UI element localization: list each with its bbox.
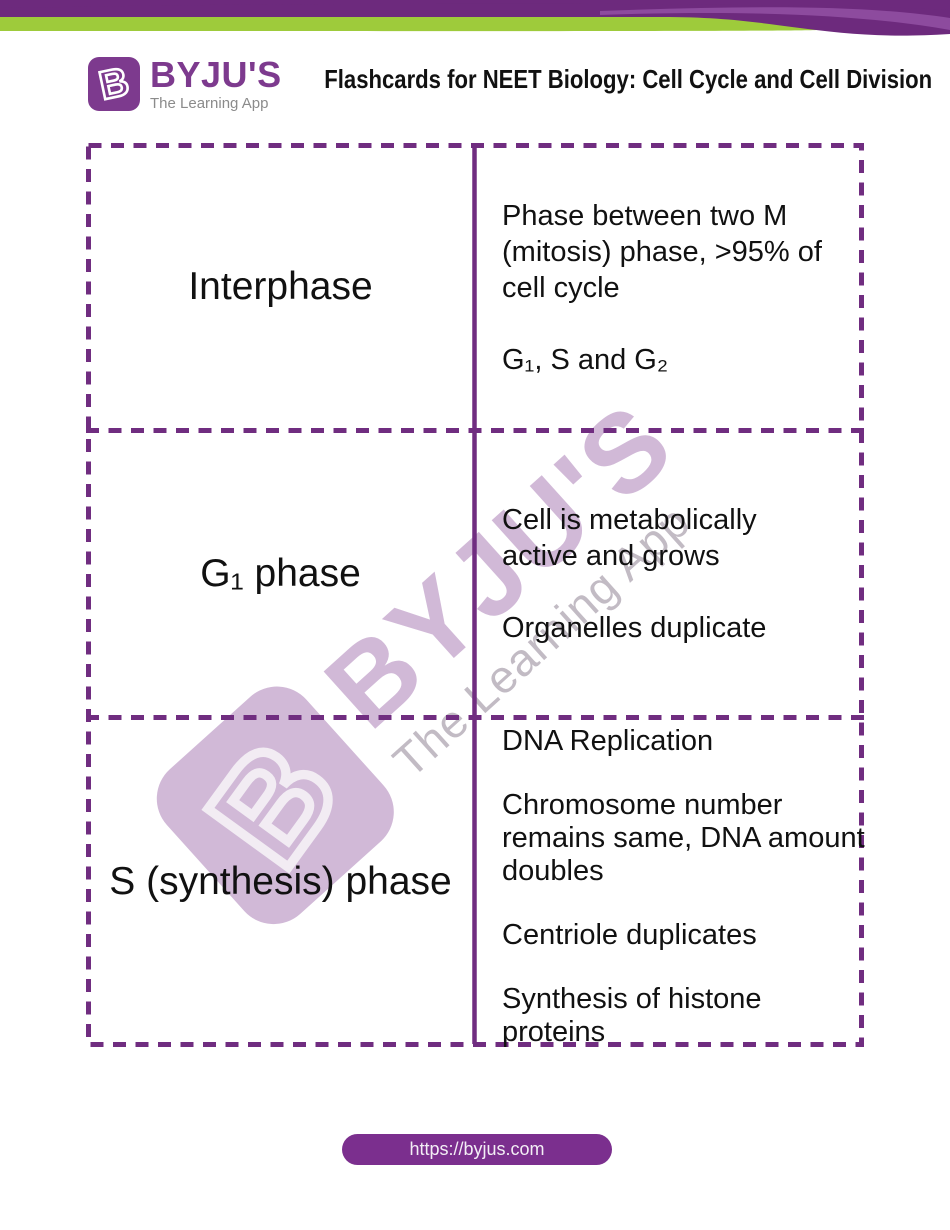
logo-tagline: The Learning App xyxy=(150,95,269,112)
flashcard-term-s-phase: S (synthesis) phase xyxy=(86,717,475,1047)
byjus-badge-icon: B xyxy=(88,57,140,111)
definition-paragraph: Cell is metabolically active and grows xyxy=(502,504,757,572)
term-text: Interphase xyxy=(188,264,373,308)
page-title: Flashcards for NEET Biology: Cell Cycle … xyxy=(324,64,932,94)
flashcard-term-interphase: Interphase xyxy=(86,143,475,430)
definition-paragraph: DNA Replication xyxy=(502,725,714,757)
definition-paragraph: Phase between two M (mitosis) phase, >95… xyxy=(502,200,822,304)
byjus-logo: B BYJU'S The Learning App xyxy=(87,56,282,112)
definition-paragraph: G₁, S and G₂ xyxy=(502,344,669,376)
byjus-url-text: https://byjus.com xyxy=(409,1139,545,1159)
flashcard-definition-g1-phase: Cell is metabolically active and grows O… xyxy=(475,430,864,717)
flashcard-definition-interphase: Phase between two M (mitosis) phase, >95… xyxy=(475,143,864,430)
term-text: S (synthesis) phase xyxy=(109,860,452,903)
definition-paragraph: Chromosome number remains same, DNA amou… xyxy=(502,789,865,887)
flashcard-definition-s-phase: DNA Replication Chromosome number remain… xyxy=(475,717,865,1048)
byjus-url-link[interactable]: https://byjus.com xyxy=(342,1134,612,1165)
flashcard-grid-borders xyxy=(86,143,864,1047)
definition-paragraph: Organelles duplicate xyxy=(502,612,767,644)
definition-paragraph: Centriole duplicates xyxy=(502,919,757,951)
definition-paragraph: Synthesis of histone proteins xyxy=(502,983,762,1048)
header-swoosh-decoration xyxy=(0,0,950,36)
logo-brand-text: BYJU'S xyxy=(150,54,282,95)
flashcard-term-g1-phase: G₁ phase xyxy=(86,430,475,717)
term-text: G₁ phase xyxy=(200,551,361,595)
